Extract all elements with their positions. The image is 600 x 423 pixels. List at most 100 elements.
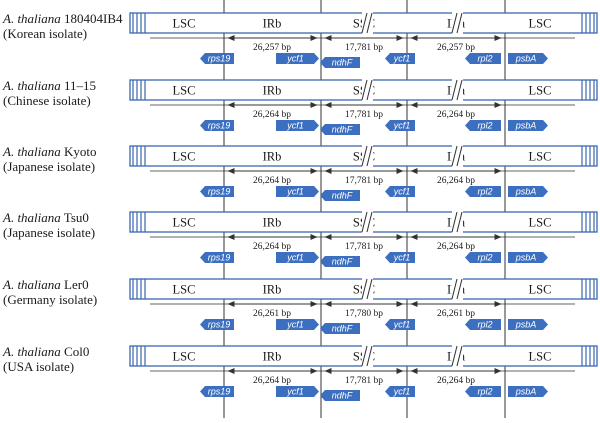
row-3-region-lsc-1: LSC [173,150,196,164]
row-1-gene-rpl2-arrow [465,53,501,64]
row-4-isolate-label: A. thaliana Tsu0(Japanese isolate) [3,210,95,240]
row-3-gene-ycf1-irb-arrow [276,186,319,197]
row-4-gene-psba-label: psbA [515,253,537,263]
row-6-gene-ycf1-ira-arrow [385,386,415,397]
species-name: A. thaliana [3,11,61,26]
row-6-region-lsc-5: LSC [529,350,552,364]
row-5-size-ir-a: 26,261 bp [437,309,475,319]
row-1-break-gap-1 [362,12,373,34]
row-2-break-slash-b-1 [366,79,373,101]
row-6-break-gap-1 [362,345,373,367]
isolate-origin: (Japanese isolate) [3,225,96,240]
isolate-origin: (Japanese isolate) [3,159,96,174]
row-6-gene-ycf1-irb-arrow [276,386,319,397]
row-5-gene-ycf1-ira-label: ycf1 [393,320,411,330]
row-1-gene-ndhf-label: ndhF [332,58,353,68]
row-3-region-lsc-5: LSC [529,150,552,164]
row-5-gene-psba-arrow [508,319,548,330]
row-5-break-gap-1 [362,278,373,300]
row-5-break-gap-2 [452,278,463,300]
isolate-origin: (Germany isolate) [3,292,98,307]
row-5-gene-psba-label: psbA [515,320,537,330]
row-2-size-ssc: 17,781 bp [345,110,383,120]
row-1-break-slash-b-2 [456,12,463,34]
row-3-region-irb-2: IRb [263,150,282,164]
row-5-size-ir-b: 26,261 bp [253,309,291,319]
row-5-gene-ycf1-irb-arrow [276,319,319,330]
row-5-break-slash-b-2 [456,278,463,300]
isolate-origin: (USA isolate) [3,359,75,374]
row-3-gene-psba-arrow [508,186,548,197]
row-1-gene-rpl2-label: rpl2 [477,54,492,64]
row-6-gene-rpl2-label: rpl2 [477,387,492,397]
row-5-break-slash-b-1 [366,278,373,300]
species-name: A. thaliana [3,78,61,93]
row-6-gene-ycf1-ira-label: ycf1 [393,387,411,397]
row-1-gene-ycf1-irb-label: ycf1 [286,54,304,64]
isolate-origin: (Chinese isolate) [3,93,91,108]
row-5-break-slash-a-2 [451,278,458,300]
species-name: A. thaliana [3,277,61,292]
row-5-region-irb-2: IRb [263,283,282,297]
strain-name: Kyoto [60,144,97,159]
row-1-break-slash-a-2 [451,12,458,34]
row-6-gene-ycf1-irb-label: ycf1 [286,387,304,397]
row-4-region-lsc-1: LSC [173,216,196,230]
row-5-gene-ycf1-ira-arrow [385,319,415,330]
row-1-size-ir-a: 26,257 bp [437,43,475,53]
row-1-gene-ycf1-ira-arrow [385,53,415,64]
row-3-break-gap-1 [362,145,373,167]
row-4-size-ir-a: 26,264 bp [437,242,475,252]
isolate-name: A. thaliana 11–15 [3,78,96,93]
row-4-size-ssc: 17,781 bp [345,242,383,252]
row-2-size-ir-a: 26,264 bp [437,110,475,120]
row-5-gene-ycf1-irb-label: ycf1 [286,320,304,330]
row-4-gene-rps19-arrow [200,252,234,263]
row-3-gene-ycf1-irb-label: ycf1 [286,187,304,197]
row-1-region-lsc-1: LSC [173,17,196,31]
row-5-gene-rpl2-label: rpl2 [477,320,492,330]
row-2-gene-ycf1-ira-label: ycf1 [393,121,411,131]
row-1-isolate-label: A. thaliana 180404IB4(Korean isolate) [3,11,123,41]
row-6-break-slash-a-2 [451,345,458,367]
row-3-break-slash-a-2 [451,145,458,167]
row-4-region-irb-2: IRb [263,216,282,230]
row-2-isolate-label: A. thaliana 11–15(Chinese isolate) [3,78,96,108]
row-2-break-slash-a-1 [361,79,368,101]
row-6-gene-psba-arrow [508,386,548,397]
row-6-size-ir-a: 26,264 bp [437,376,475,386]
row-3-gene-ycf1-ira-arrow [385,186,415,197]
row-3-gene-ycf1-ira-label: ycf1 [393,187,411,197]
row-2-region-lsc-1: LSC [173,84,196,98]
row-2-region-lsc-5: LSC [529,84,552,98]
row-2-gene-rpl2-arrow [465,120,501,131]
row-4-gene-ycf1-irb-arrow [276,252,319,263]
row-4-region-lsc-5: LSC [529,216,552,230]
row-4-break-slash-a-1 [361,211,368,233]
row-5-gene-rps19-label: rps19 [208,320,231,330]
row-6-break-slash-b-1 [366,345,373,367]
row-3-break-slash-a-1 [361,145,368,167]
row-2-gene-rps19-label: rps19 [208,121,231,131]
row-1-break-slash-b-1 [366,12,373,34]
row-6-gene-psba-label: psbA [515,387,537,397]
row-2-gene-psba-arrow [508,120,548,131]
row-5-isolate-label: A. thaliana Ler0(Germany isolate) [3,277,97,307]
row-6-gene-rpl2-arrow [465,386,501,397]
row-5-size-ssc: 17,780 bp [345,309,383,319]
row-1-gene-psba-arrow [508,53,548,64]
row-3-gene-rpl2-label: rpl2 [477,187,492,197]
row-3-size-ssc: 17,781 bp [345,176,383,186]
row-5-region-lsc-5: LSC [529,283,552,297]
strain-name: Col0 [60,344,90,359]
row-3-break-slash-b-2 [456,145,463,167]
row-5-gene-rps19-arrow [200,319,234,330]
row-5-region-lsc-1: LSC [173,283,196,297]
row-4-gene-ndhf-arrow [320,256,360,267]
row-4-break-gap-1 [362,211,373,233]
row-3-gene-rpl2-arrow [465,186,501,197]
row-1-gene-ycf1-ira-label: ycf1 [393,54,411,64]
strain-name: Ler0 [60,277,89,292]
species-name: A. thaliana [3,144,61,159]
